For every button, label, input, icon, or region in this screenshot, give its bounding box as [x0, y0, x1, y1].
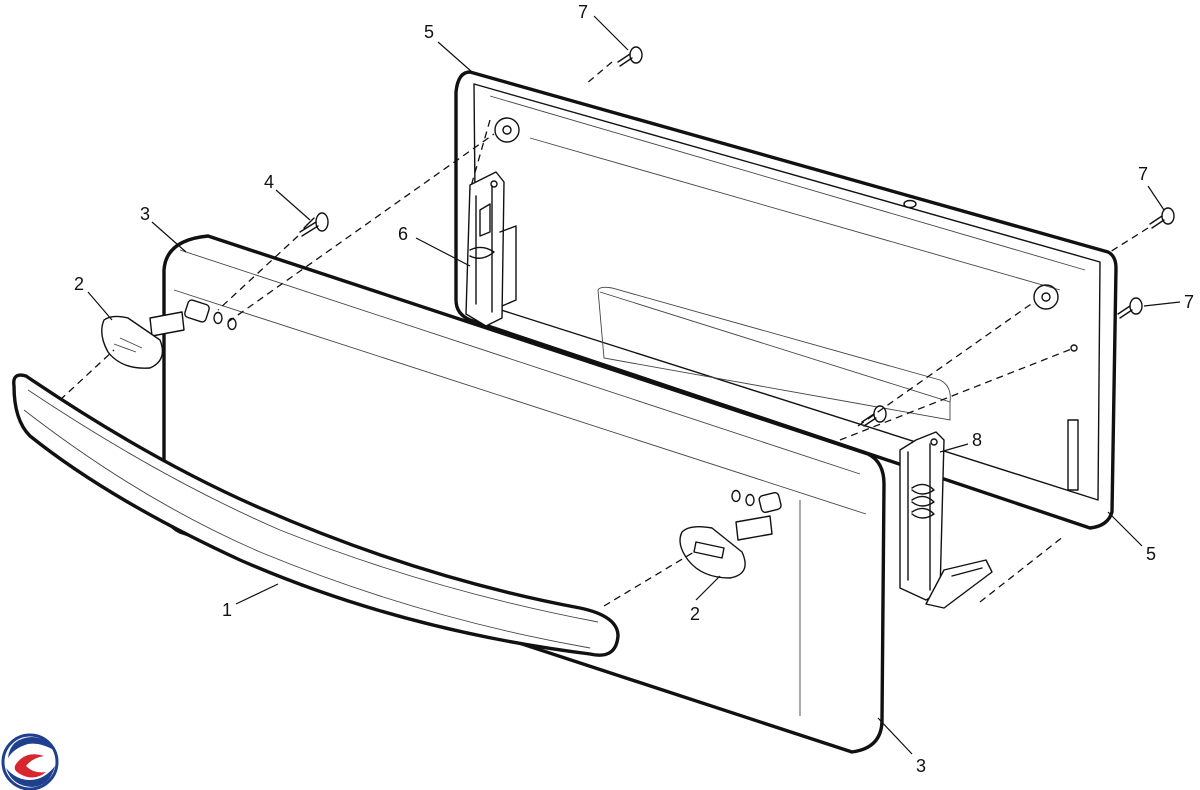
right-end-cap	[679, 515, 773, 579]
callout-2-left: 2	[74, 274, 84, 294]
screws	[299, 46, 1175, 427]
leader-lines	[87, 15, 1181, 755]
left-end-cap	[101, 311, 185, 369]
callout-2-right: 2	[690, 604, 700, 624]
callout-8: 8	[972, 430, 982, 450]
callout-7-top: 7	[578, 2, 588, 22]
callout-7-right-upper: 7	[1138, 164, 1148, 184]
callout-4: 4	[264, 172, 274, 192]
right-hinge	[899, 431, 993, 609]
screw-4	[299, 212, 329, 237]
door-handle	[12, 373, 620, 657]
screw-7-right-upper	[1149, 207, 1175, 229]
callout-6: 6	[398, 224, 408, 244]
callout-labels: 1 2 2 3 3 4 5 5 6 7 7 7 8	[74, 2, 1194, 776]
inner-door-panel	[454, 70, 1118, 530]
brand-logo	[1, 733, 59, 790]
callout-7-right-lower: 7	[1184, 292, 1194, 312]
left-hinge	[465, 171, 517, 327]
assembly-lines	[59, 61, 1149, 607]
callout-3-upper: 3	[140, 204, 150, 224]
callout-5-lower: 5	[1146, 544, 1156, 564]
screw-7-top	[617, 46, 643, 67]
screw-7-right-lower	[1117, 297, 1143, 319]
screw-center	[861, 405, 887, 427]
callout-1: 1	[222, 600, 232, 620]
callout-5-upper: 5	[424, 22, 434, 42]
callout-3-lower: 3	[916, 756, 926, 776]
